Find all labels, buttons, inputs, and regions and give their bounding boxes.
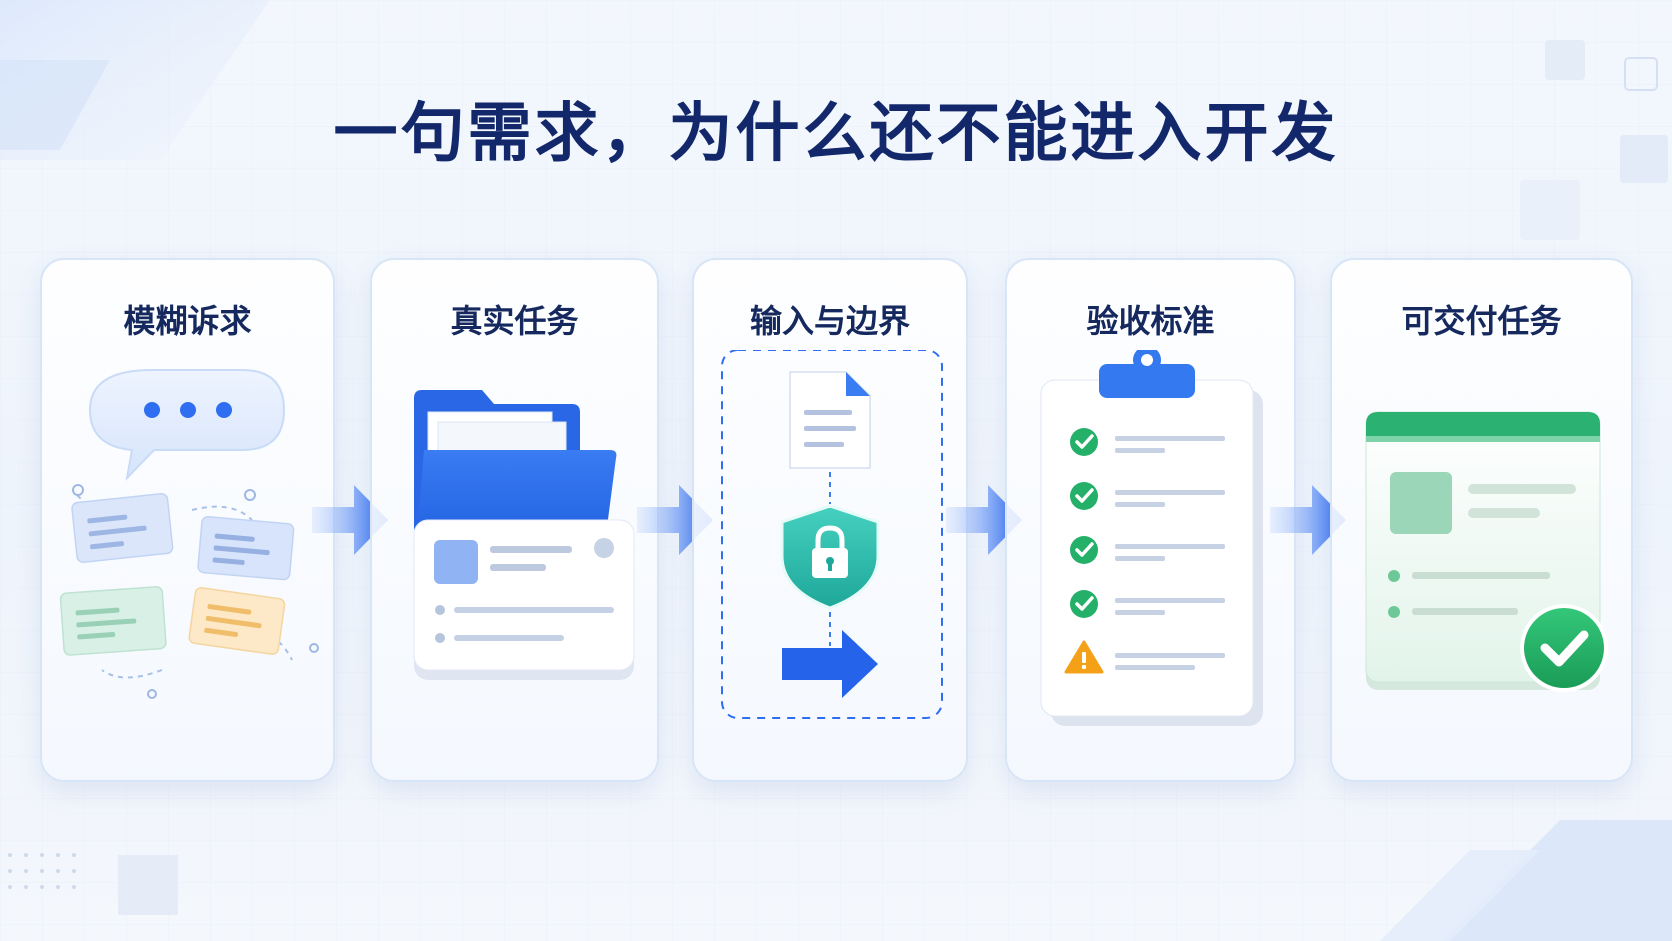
flow-arrow-icon	[312, 485, 388, 555]
flow-arrow-icon	[946, 485, 1022, 555]
document-shield-arrow-icon	[721, 350, 943, 719]
step-card-acceptance-criteria: 验收标准	[1005, 258, 1296, 782]
step-title: 真实任务	[450, 302, 579, 340]
approved-window-icon	[1365, 411, 1608, 692]
step-card-vague-request: 模糊诉求	[40, 258, 335, 782]
step-title: 可交付任务	[1401, 302, 1562, 340]
step-card-real-task: 真实任务	[370, 258, 659, 782]
clipboard-checklist-icon	[1040, 350, 1263, 726]
step-title: 模糊诉求	[123, 302, 252, 340]
flow-arrow-icon	[1270, 485, 1346, 555]
folder-icon	[413, 390, 635, 680]
step-card-deliverable-task: 可交付任务	[1330, 258, 1633, 782]
page-title: 一句需求，为什么还不能进入开发	[333, 97, 1339, 171]
step-title: 验收标准	[1086, 302, 1215, 340]
chat-bubble-icon	[59, 369, 319, 699]
check-icon	[1070, 428, 1225, 456]
step-title: 输入与边界	[749, 302, 910, 340]
warning-icon	[1064, 640, 1225, 674]
step-card-input-boundary: 输入与边界	[692, 258, 968, 782]
